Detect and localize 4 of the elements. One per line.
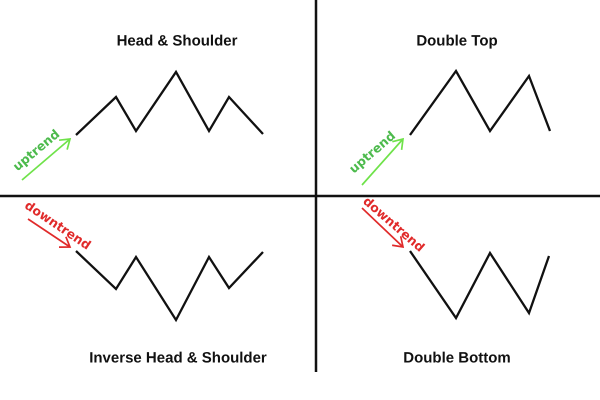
pattern-title: Inverse Head & Shoulder <box>89 350 267 366</box>
pattern-title: Double Top <box>416 32 498 50</box>
pattern-title: Double Bottom <box>403 350 511 366</box>
pattern-title: Head & Shoulder <box>116 32 238 50</box>
